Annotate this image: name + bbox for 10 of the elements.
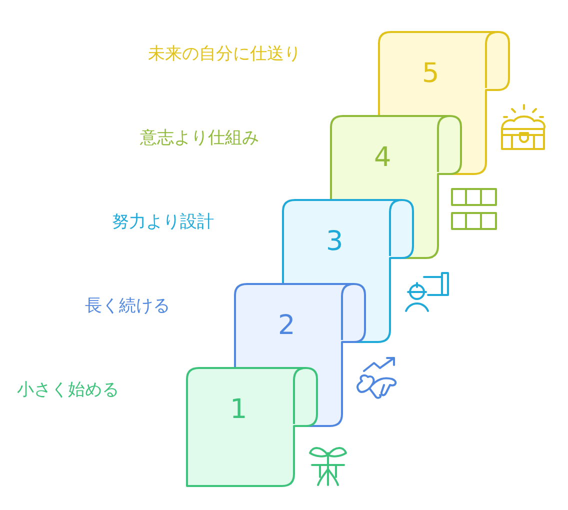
step-number: 2	[278, 311, 296, 341]
step-number: 5	[422, 59, 440, 89]
step-number: 3	[326, 227, 344, 257]
step-label: 努力より設計	[112, 211, 214, 233]
step-number: 4	[374, 143, 392, 173]
step-label: 意志より仕組み	[140, 127, 259, 149]
step-label: 長く続ける	[85, 295, 170, 317]
step-label: 小さく始める	[17, 379, 119, 401]
step-number: 1	[230, 395, 248, 425]
step-label: 未来の自分に仕送り	[148, 43, 301, 65]
